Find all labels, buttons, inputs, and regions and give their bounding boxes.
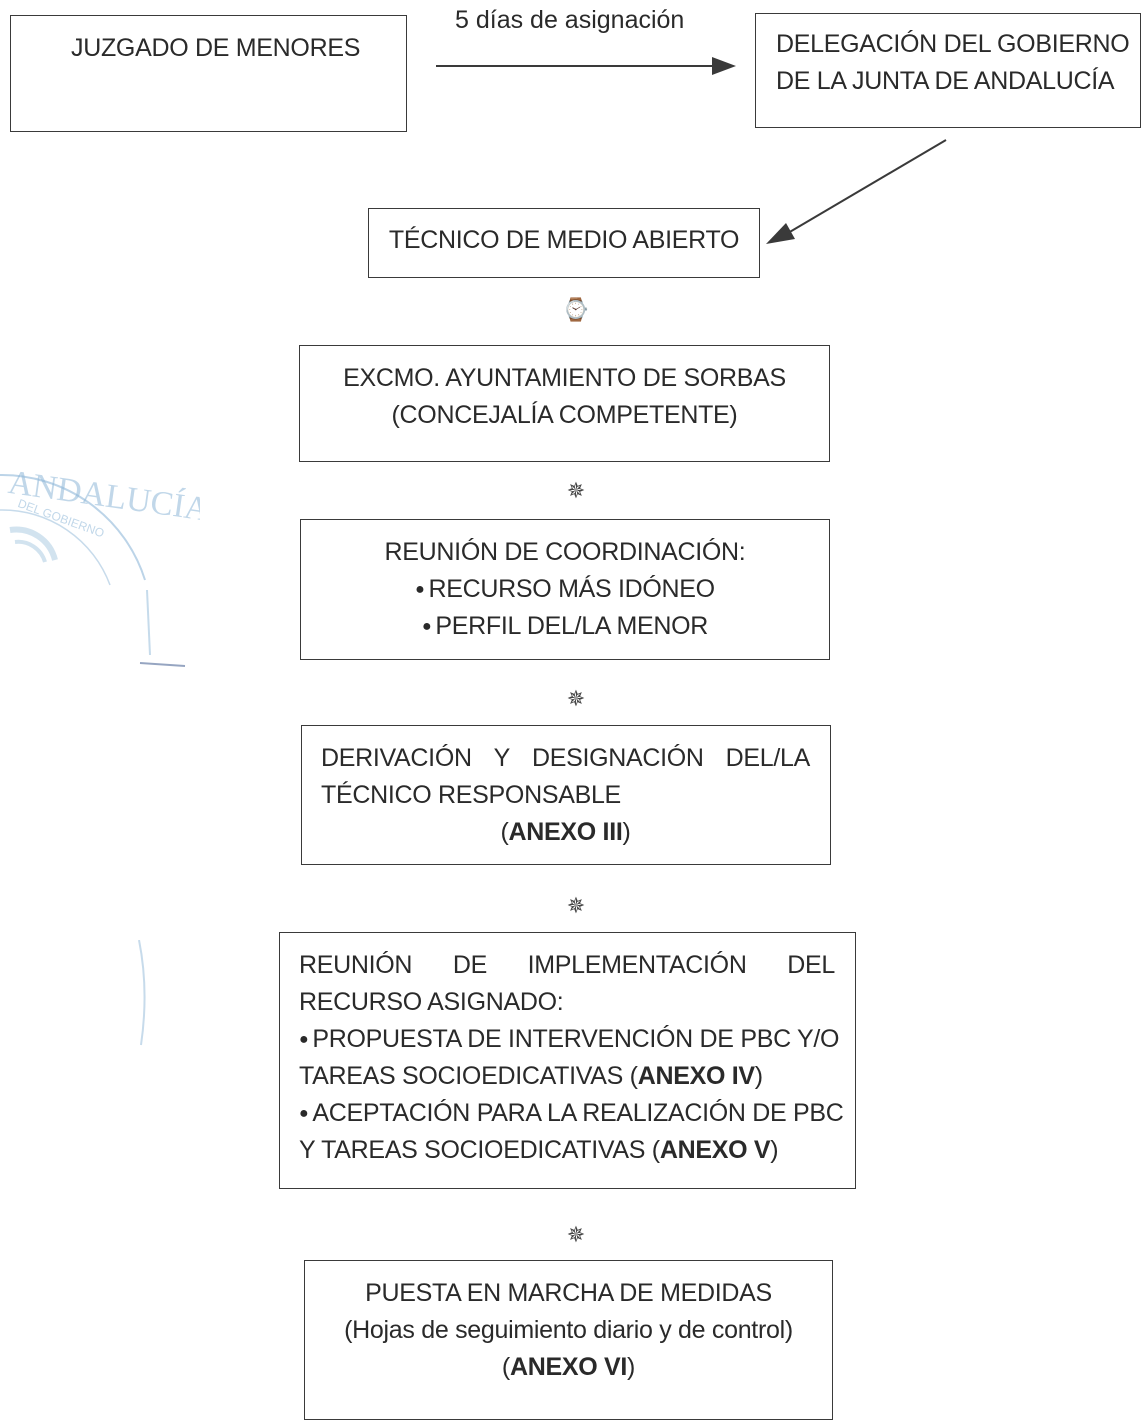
list-item: ●PROPUESTA DE INTERVENCIÓN DE PBC Y/O (299, 1025, 840, 1053)
box-ayuntamiento-sorbas: EXCMO. AYUNTAMIENTO DE SORBAS (CONCEJALÍ… (299, 345, 830, 462)
arrowhead-diagonal-icon (766, 223, 795, 244)
annex-reference: (ANEXO III) (500, 818, 631, 846)
clock-icon: ⌚ (562, 297, 590, 322)
box-juzgado-de-menores: JUZGADO DE MENORES (10, 15, 407, 132)
box-reunion-implementacion: REUNIÓN DE IMPLEMENTACIÓN DEL RECURSO AS… (279, 932, 856, 1189)
box-label-line2: RECURSO ASIGNADO: (299, 988, 564, 1016)
box-label-line2: TÉCNICO RESPONSABLE (321, 781, 621, 809)
arrow-label: 5 días de asignación (455, 6, 685, 34)
box-puesta-en-marcha: PUESTA EN MARCHA DE MEDIDAS (Hojas de se… (304, 1260, 833, 1420)
box-label-line2: DE LA JUNTA DE ANDALUCÍA (776, 67, 1115, 95)
box-title: REUNIÓN DE COORDINACIÓN: (384, 538, 746, 566)
list-item: ●ACEPTACIÓN PARA LA REALIZACIÓN DE PBC (299, 1099, 844, 1127)
box-derivacion-designacion: DERIVACIÓN Y DESIGNACIÓN DEL/LA TÉCNICO … (301, 725, 831, 865)
bullet-icon: ● (299, 1105, 309, 1122)
annex-reference: (ANEXO VI) (501, 1353, 636, 1381)
box-label: TÉCNICO DE MEDIO ABIERTO (388, 226, 740, 254)
box-label-line1: DERIVACIÓN Y DESIGNACIÓN DEL/LA (321, 744, 810, 772)
box-label-line2: (CONCEJALÍA COMPETENTE) (391, 401, 738, 429)
box-label-line2: (Hojas de seguimiento diario y de contro… (344, 1316, 793, 1344)
box-label-line1: EXCMO. AYUNTAMIENTO DE SORBAS (343, 364, 786, 392)
box-label-line1: REUNIÓN DE IMPLEMENTACIÓN DEL (299, 951, 835, 979)
star-icon: ✵ (566, 1222, 586, 1247)
box-label-line1: PUESTA EN MARCHA DE MEDIDAS (365, 1279, 772, 1307)
list-item: ●RECURSO MÁS IDÓNEO (415, 575, 715, 603)
bullet-icon: ● (415, 581, 425, 598)
seal-outer-text: ANDALUCÍA (6, 464, 200, 529)
star-icon: ✵ (566, 893, 586, 918)
arrowhead-right-icon (712, 57, 736, 75)
list-item: ●PERFIL DEL/LA MENOR (422, 612, 708, 640)
star-icon: ✵ (566, 478, 586, 503)
arrow-delegacion-to-tecnico (787, 139, 947, 234)
seal-fragment (138, 940, 146, 1046)
box-delegacion-gobierno: DELEGACIÓN DEL GOBIERNO DE LA JUNTA DE A… (755, 13, 1141, 128)
box-label-line1: DELEGACIÓN DEL GOBIERNO (776, 30, 1130, 58)
bullet-icon: ● (299, 1031, 309, 1048)
list-item-continuation: Y TAREAS SOCIOEDICATIVAS (ANEXO V) (299, 1136, 779, 1164)
official-seal-stamp: ANDALUCÍA DEL GOBIERNO (0, 464, 200, 667)
box-label: JUZGADO DE MENORES (71, 34, 361, 62)
list-item-continuation: TAREAS SOCIOEDICATIVAS (ANEXO IV) (299, 1062, 763, 1090)
box-tecnico-medio-abierto: TÉCNICO DE MEDIO ABIERTO (368, 208, 760, 278)
bullet-icon: ● (422, 618, 432, 635)
box-reunion-coordinacion: REUNIÓN DE COORDINACIÓN: ●RECURSO MÁS ID… (300, 519, 830, 660)
star-icon: ✵ (566, 686, 586, 711)
